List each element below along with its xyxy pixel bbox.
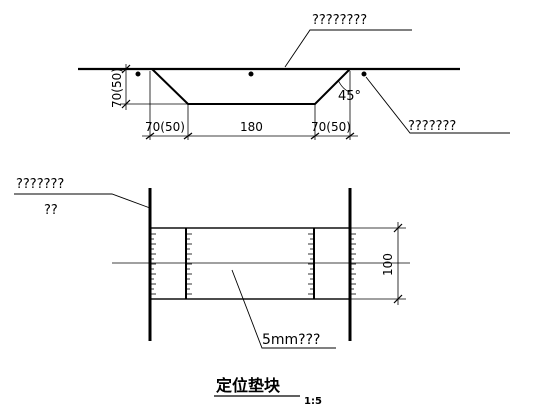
section-view [78, 29, 510, 140]
drawing-title: 定位垫块 [215, 376, 281, 395]
hatch-ticks [150, 233, 356, 295]
angle-label: 45° [338, 89, 361, 104]
callout-top-label: ???????? [312, 13, 367, 28]
callout-right-label: ??????? [408, 119, 456, 134]
dim-right-label: 70(50) [311, 120, 351, 134]
point-mark-1 [135, 71, 141, 77]
leader-right [365, 76, 510, 134]
point-mark-2 [248, 71, 254, 77]
callout-left-line2: ?? [44, 203, 58, 218]
point-mark-3 [361, 71, 367, 77]
callout-left-line1: ??????? [16, 177, 64, 192]
dim-height-label: 70(50) [110, 68, 124, 108]
pad-outline [149, 227, 351, 300]
dim-left-label: 70(50) [145, 120, 185, 134]
callout-bottom-label: 5mm??? [262, 332, 320, 348]
dim-width-label: 100 [381, 253, 395, 276]
angle-arc [337, 79, 351, 93]
dim-middle-label: 180 [240, 120, 263, 134]
leader-left [14, 193, 151, 209]
leader-top [284, 29, 412, 68]
leader-bottom [231, 269, 336, 349]
plan-view [14, 188, 410, 397]
groove-profile [151, 68, 351, 105]
drawing-scale: 1:5 [304, 396, 322, 407]
